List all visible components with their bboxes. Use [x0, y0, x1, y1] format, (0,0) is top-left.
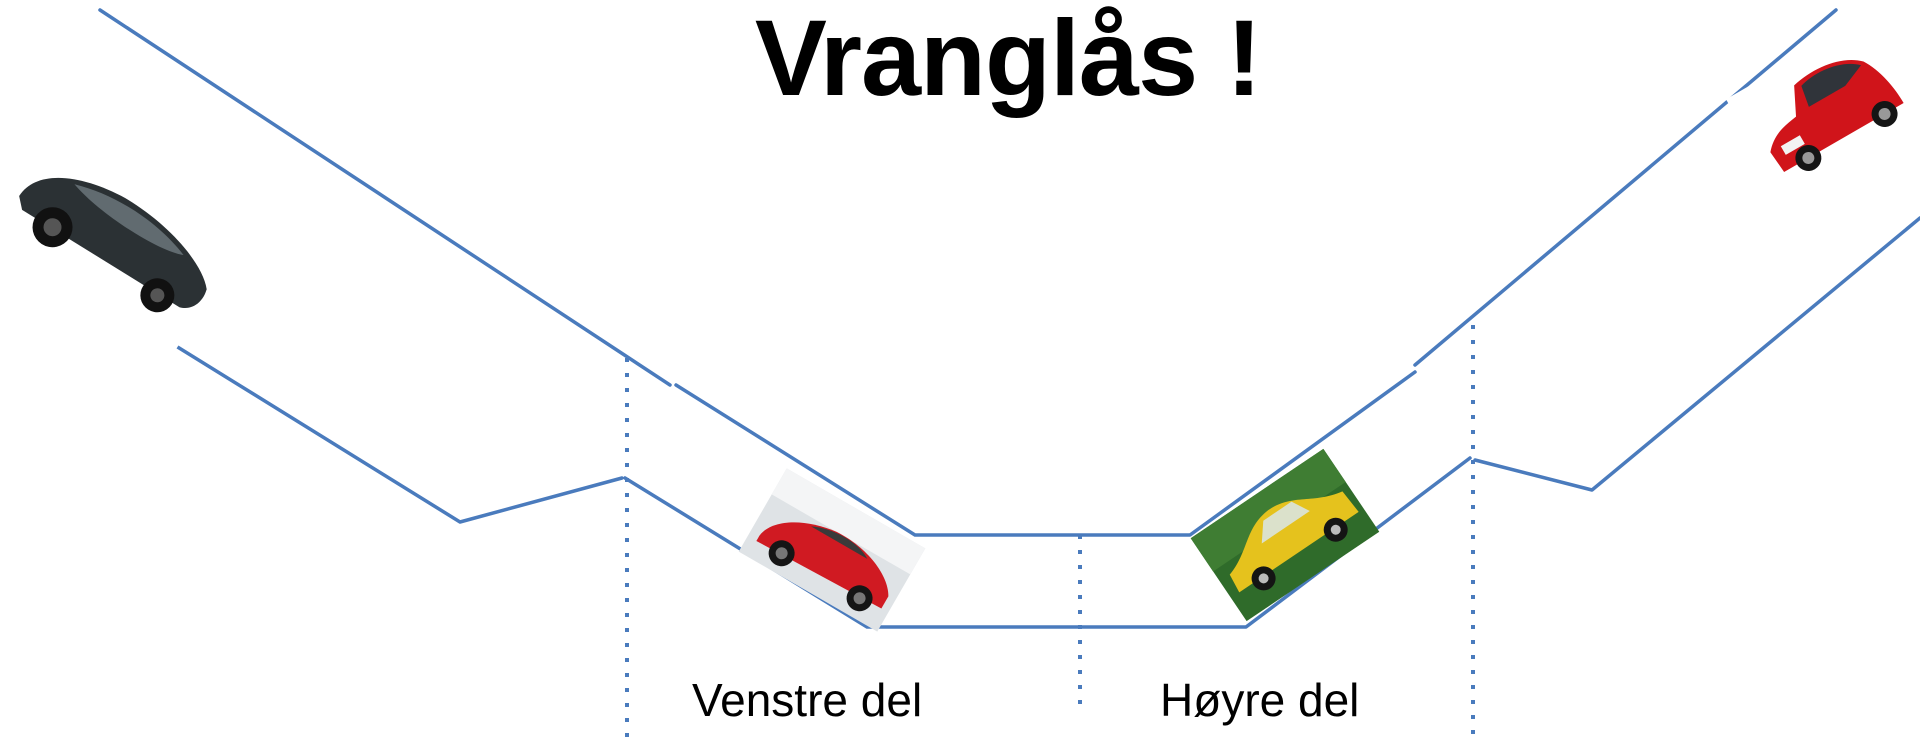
road-center-upper — [674, 370, 1417, 537]
red-sports-car-image — [738, 468, 926, 632]
page-title: Vranglås ! — [754, 0, 1262, 118]
divider-lines — [625, 325, 1475, 737]
road-left-upper — [98, 8, 672, 387]
road-lines — [0, 8, 1920, 629]
road-right-upper — [1413, 8, 1838, 367]
road-right-lower — [1473, 216, 1920, 492]
right-part-label: Høyre del — [1160, 674, 1360, 726]
red-hatchback-image — [1725, 17, 1920, 207]
black-concept-car-image — [0, 110, 250, 354]
left-part-label: Venstre del — [692, 674, 923, 726]
yellow-sedan-image — [1190, 448, 1380, 622]
